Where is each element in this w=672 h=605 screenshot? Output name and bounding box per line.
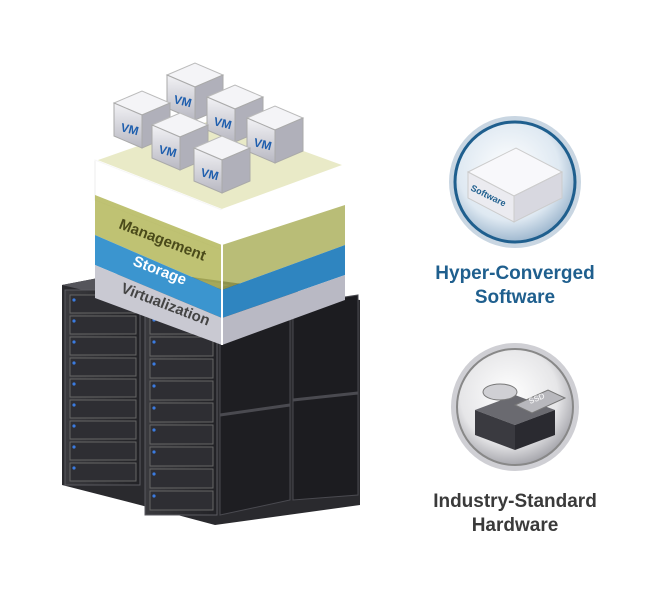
led-indicator xyxy=(72,340,76,344)
vm-cubes: VM VM VM VM VM VM xyxy=(112,62,305,194)
led-indicator xyxy=(152,384,156,388)
led-indicator xyxy=(72,445,76,449)
vm-cube: VM xyxy=(192,135,252,194)
led-indicator xyxy=(152,406,156,410)
led-indicator xyxy=(152,494,156,498)
server-drive-bay xyxy=(69,315,137,335)
hardware-icon: SSD xyxy=(451,343,579,471)
server-drive-bay xyxy=(69,420,137,440)
server-drive-bay xyxy=(149,358,214,379)
software-caption-line2: Software xyxy=(474,287,556,308)
server-drive-bay xyxy=(69,441,137,461)
vm-cube: VM xyxy=(245,105,305,164)
software-caption: Hyper-Converged Software xyxy=(405,262,625,310)
server-drive-bay xyxy=(149,446,214,467)
server-drive-bay xyxy=(69,378,137,398)
led-indicator xyxy=(72,361,76,365)
hardware-caption-line2: Hardware xyxy=(471,515,559,536)
led-indicator xyxy=(72,298,76,302)
vm-label: VM xyxy=(199,165,220,183)
vm-label: VM xyxy=(212,114,233,132)
led-indicator xyxy=(72,466,76,470)
server-drive-bay xyxy=(69,462,137,482)
software-caption-line1: Hyper-Converged xyxy=(435,263,595,284)
led-indicator xyxy=(72,382,76,386)
layer-management xyxy=(95,195,222,290)
server-drive-bay xyxy=(69,399,137,419)
layer-virtualization xyxy=(95,265,222,345)
led-indicator xyxy=(152,428,156,432)
vm-label: VM xyxy=(252,135,273,153)
hardware-caption-line1: Industry-Standard xyxy=(433,491,597,512)
hardware-caption: Industry-Standard Hardware xyxy=(405,490,625,538)
vm-label: VM xyxy=(172,92,193,110)
server-drive-bay xyxy=(69,336,137,356)
led-indicator xyxy=(72,403,76,407)
led-indicator xyxy=(72,424,76,428)
server-drive-bay xyxy=(149,468,214,489)
server-drive-bay xyxy=(149,380,214,401)
vm-label: VM xyxy=(119,120,140,138)
server-drive-bay xyxy=(149,336,214,357)
server-drive-bay xyxy=(149,402,214,423)
hard-disk-icon xyxy=(482,383,518,401)
server-drive-bay xyxy=(149,424,214,445)
led-indicator xyxy=(72,319,76,323)
led-indicator xyxy=(152,340,156,344)
led-indicator xyxy=(152,450,156,454)
led-indicator xyxy=(152,362,156,366)
server-drive-bay xyxy=(69,357,137,377)
vm-label: VM xyxy=(157,142,178,160)
layer-storage xyxy=(95,235,222,318)
software-icon: Software xyxy=(449,116,581,248)
ssd-icon xyxy=(513,389,567,414)
server-drive-bay xyxy=(149,490,214,511)
led-indicator xyxy=(152,472,156,476)
server-racks xyxy=(62,270,360,525)
